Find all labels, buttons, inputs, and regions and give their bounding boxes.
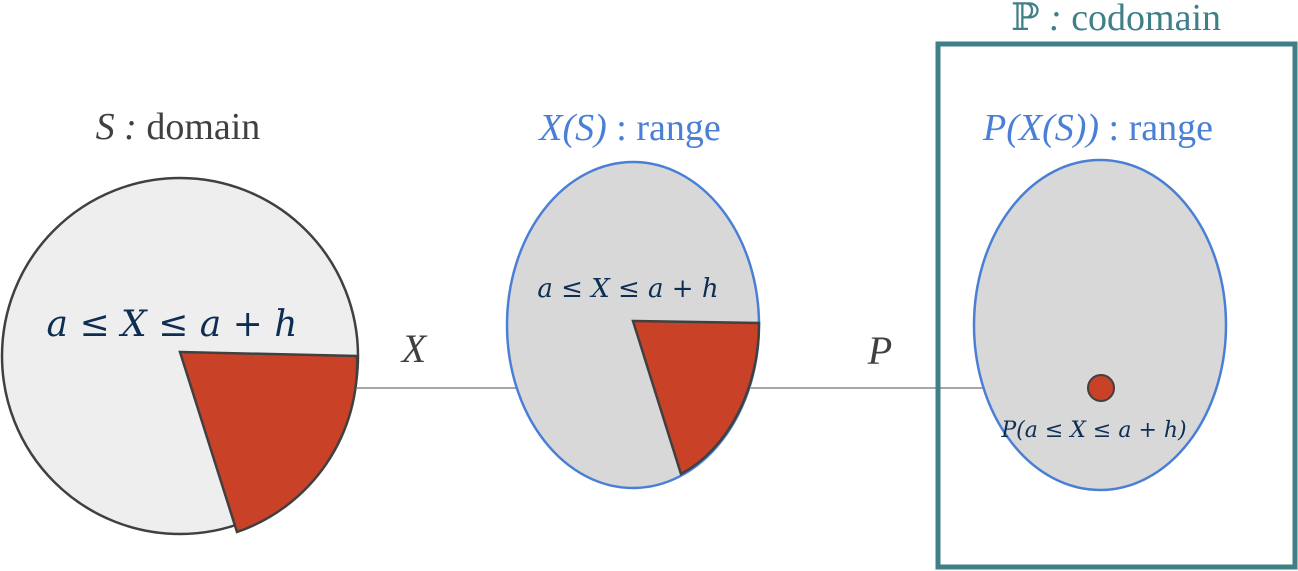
probability-range-ellipse	[972, 158, 1228, 492]
domain-separator: :	[115, 106, 137, 148]
domain-title: S : domain	[96, 106, 261, 148]
range-x-inequality: a ≤ X ≤ a + h	[537, 274, 718, 304]
domain-symbol: S	[96, 106, 115, 148]
map-x-label: X	[400, 326, 428, 371]
range-x-wedge	[631, 319, 761, 476]
probability-range-word: : range	[1099, 107, 1213, 149]
map-p-label: P	[867, 328, 892, 373]
codomain-separator: :	[1040, 0, 1062, 39]
probability-range-symbol: P(X(S))	[982, 107, 1099, 149]
codomain-title: ℙ : codomain	[1011, 0, 1221, 39]
domain-set: a ≤ X ≤ a + h	[0, 176, 360, 536]
domain-word: domain	[137, 106, 260, 148]
range-x-symbol: X(S)	[537, 107, 607, 149]
range-x-word: : range	[607, 107, 721, 149]
probability-range-title: P(X(S)) : range	[982, 107, 1213, 149]
codomain-set: ℙ : codomain P(X(S)) : range P(a ≤ X ≤ a…	[935, 0, 1298, 570]
domain-wedge	[178, 350, 359, 534]
codomain-symbol: ℙ	[1011, 0, 1040, 39]
probability-label: P(a ≤ X ≤ a + h)	[1000, 418, 1186, 443]
codomain-box	[935, 41, 1298, 570]
domain-inequality: a ≤ X ≤ a + h	[47, 304, 298, 345]
range-x-set: a ≤ X ≤ a + h	[505, 160, 761, 490]
codomain-word: codomain	[1062, 0, 1221, 39]
probability-point	[1087, 374, 1115, 402]
range-x-title: X(S) : range	[537, 107, 720, 149]
